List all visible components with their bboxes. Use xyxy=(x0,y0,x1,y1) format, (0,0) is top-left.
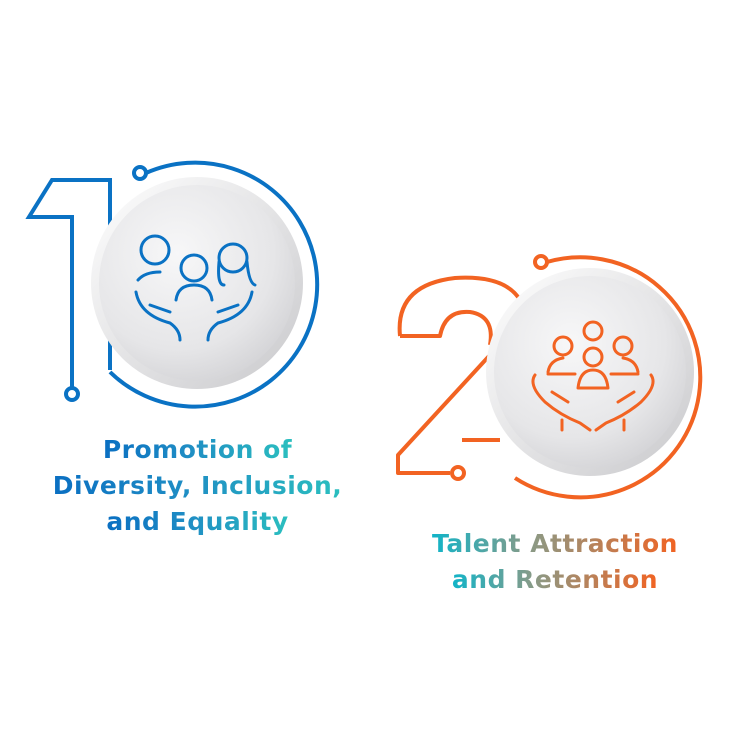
number-two-outline xyxy=(396,254,703,500)
caption-line: Promotion of xyxy=(103,432,292,468)
number-one-outline xyxy=(25,160,320,409)
caption-line: Diversity, Inclusion, xyxy=(53,468,343,504)
caption-line: Talent Attraction xyxy=(432,526,678,562)
icon-disk-2 xyxy=(486,268,694,476)
family-in-hands-icon xyxy=(134,234,257,342)
team-in-hands-icon xyxy=(531,320,655,432)
caption-talent: Talent Attraction and Retention xyxy=(395,526,715,598)
caption-line: and Retention xyxy=(452,562,658,598)
caption-line: and Equality xyxy=(106,504,288,540)
icon-disk-1 xyxy=(91,177,303,389)
caption-diversity: Promotion of Diversity, Inclusion, and E… xyxy=(20,432,375,540)
